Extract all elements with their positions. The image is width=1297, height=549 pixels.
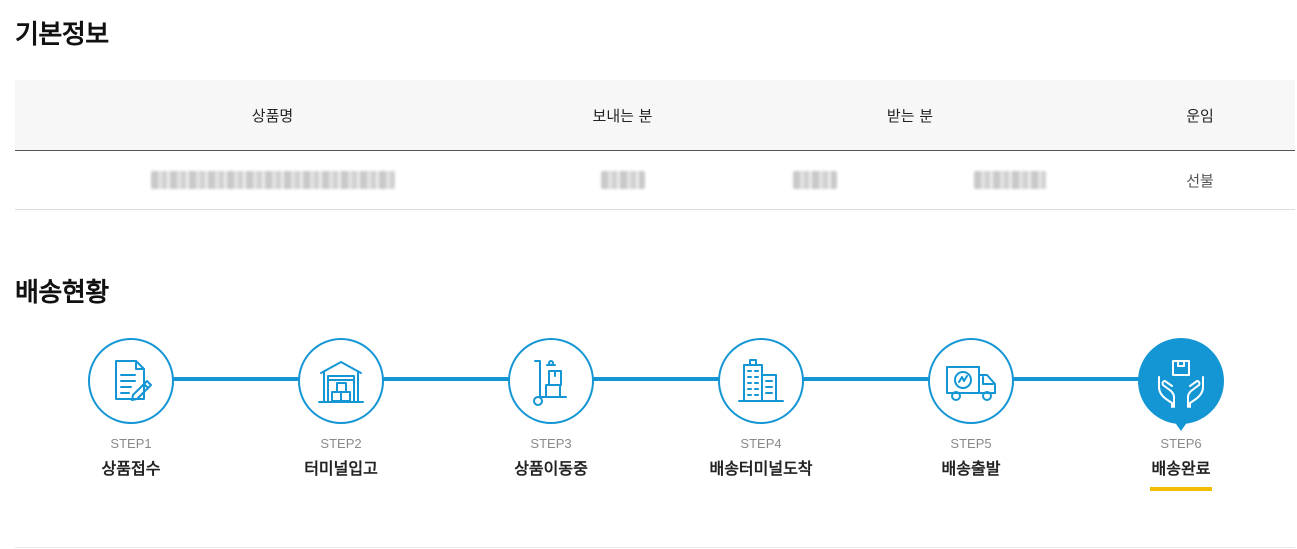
cell-sender — [530, 151, 715, 209]
delivery-status-title: 배송현황 — [15, 278, 109, 308]
step-2-circle — [298, 338, 384, 424]
step-4-circle — [718, 338, 804, 424]
step-3-circle — [508, 338, 594, 424]
cell-product-name — [15, 151, 530, 209]
step-4: STEP4 배송터미널도착 — [681, 338, 841, 479]
step-5-number: STEP5 — [950, 436, 992, 451]
step-3-number: STEP3 — [530, 436, 572, 451]
step-6-number: STEP6 — [1160, 436, 1202, 451]
step-2: STEP2 터미널입고 — [261, 338, 421, 479]
table-row: 선불 — [15, 151, 1295, 210]
cell-receiver-name — [715, 151, 915, 209]
basic-info-title: 기본정보 — [15, 20, 109, 50]
active-step-underline — [1150, 487, 1212, 491]
step-3: STEP3 상품이동중 — [471, 338, 631, 479]
step-2-number: STEP2 — [320, 436, 362, 451]
header-fare: 운임 — [1186, 106, 1214, 125]
redacted-sender — [600, 171, 645, 189]
basic-info-table: 상품명 보내는 분 받는 분 운임 선불 — [15, 80, 1295, 210]
table-header: 상품명 보내는 분 받는 분 운임 — [15, 80, 1295, 151]
progress-line — [130, 377, 1180, 381]
step-5-label: 배송출발 — [941, 459, 1001, 478]
step-6-circle — [1138, 338, 1224, 431]
redacted-receiver-name — [793, 171, 837, 189]
step-6-label: 배송완료 — [1151, 459, 1211, 478]
bottom-divider — [15, 547, 1295, 548]
redacted-product-name — [150, 171, 395, 189]
step-1-number: STEP1 — [110, 436, 152, 451]
step-5-circle — [928, 338, 1014, 424]
step-1: STEP1 상품접수 — [51, 338, 211, 479]
hands-package-icon — [1158, 360, 1204, 408]
delivery-progress: STEP1 상품접수 STEP2 터미널입고 — [0, 330, 1297, 500]
redacted-receiver-contact — [974, 171, 1046, 189]
step-3-label: 상품이동중 — [514, 459, 588, 478]
header-product-name: 상품명 — [251, 106, 294, 125]
document-pen-icon — [115, 360, 152, 401]
warehouse-icon — [318, 361, 364, 403]
header-sender: 보내는 분 — [592, 106, 653, 125]
step-6: STEP6 배송완료 — [1101, 338, 1261, 491]
buildings-icon — [738, 359, 784, 402]
step-5: STEP5 배송출발 — [891, 338, 1051, 479]
delivery-truck-icon — [946, 366, 996, 401]
cell-receiver-contact — [915, 151, 1105, 209]
header-receiver: 받는 분 — [886, 106, 934, 125]
step-1-label: 상품접수 — [101, 459, 161, 478]
step-2-label: 터미널입고 — [304, 459, 378, 478]
step-4-label: 배송터미널도착 — [709, 459, 813, 478]
cell-fare: 선불 — [1186, 171, 1214, 190]
hand-truck-icon — [533, 360, 567, 406]
step-4-number: STEP4 — [740, 436, 782, 451]
step-1-circle — [88, 338, 174, 424]
